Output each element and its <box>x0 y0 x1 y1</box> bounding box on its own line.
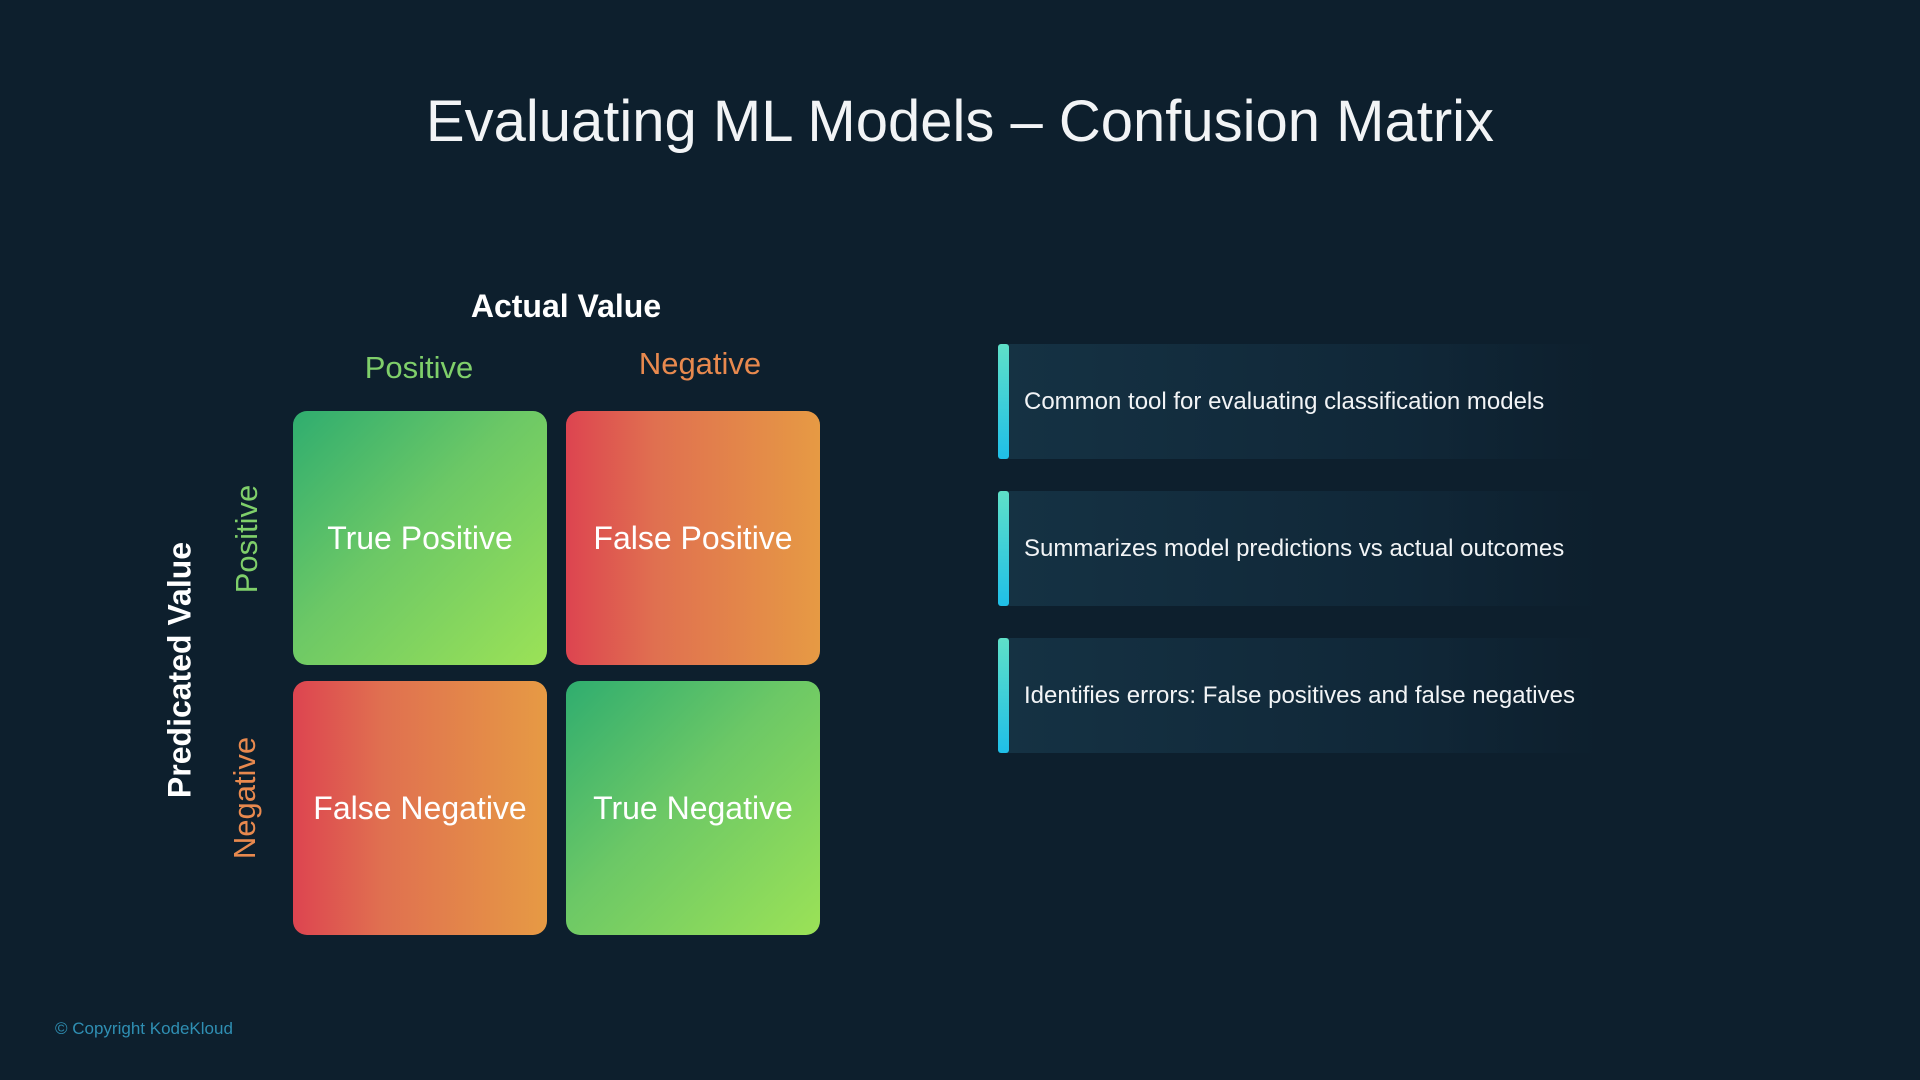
row-positive-label: Positive <box>229 484 264 594</box>
point-card: Summarizes model predictions vs actual o… <box>998 491 1598 606</box>
point-card: Common tool for evaluating classificatio… <box>998 344 1598 459</box>
cell-false-positive: False Positive <box>566 411 820 665</box>
actual-value-label: Actual Value <box>470 288 662 324</box>
slide-title: Evaluating ML Models – Confusion Matrix <box>425 89 1495 154</box>
point-text: Summarizes model predictions vs actual o… <box>1024 534 1565 562</box>
row-negative-label: Negative <box>227 736 262 860</box>
point-text: Common tool for evaluating classificatio… <box>1024 387 1545 415</box>
predicted-value-label: Predicated Value <box>161 541 198 799</box>
copyright-footer: © Copyright KodeKloud <box>55 1019 233 1038</box>
column-positive-label: Positive <box>364 350 474 385</box>
column-negative-label: Negative <box>638 346 762 381</box>
accent-bar <box>998 638 1009 753</box>
accent-bar <box>998 491 1009 606</box>
cell-true-positive: True Positive <box>293 411 547 665</box>
point-card: Identifies errors: False positives and f… <box>998 638 1598 753</box>
cell-false-negative: False Negative <box>293 681 547 935</box>
cell-true-negative: True Negative <box>566 681 820 935</box>
point-text: Identifies errors: False positives and f… <box>1024 681 1575 709</box>
accent-bar <box>998 344 1009 459</box>
